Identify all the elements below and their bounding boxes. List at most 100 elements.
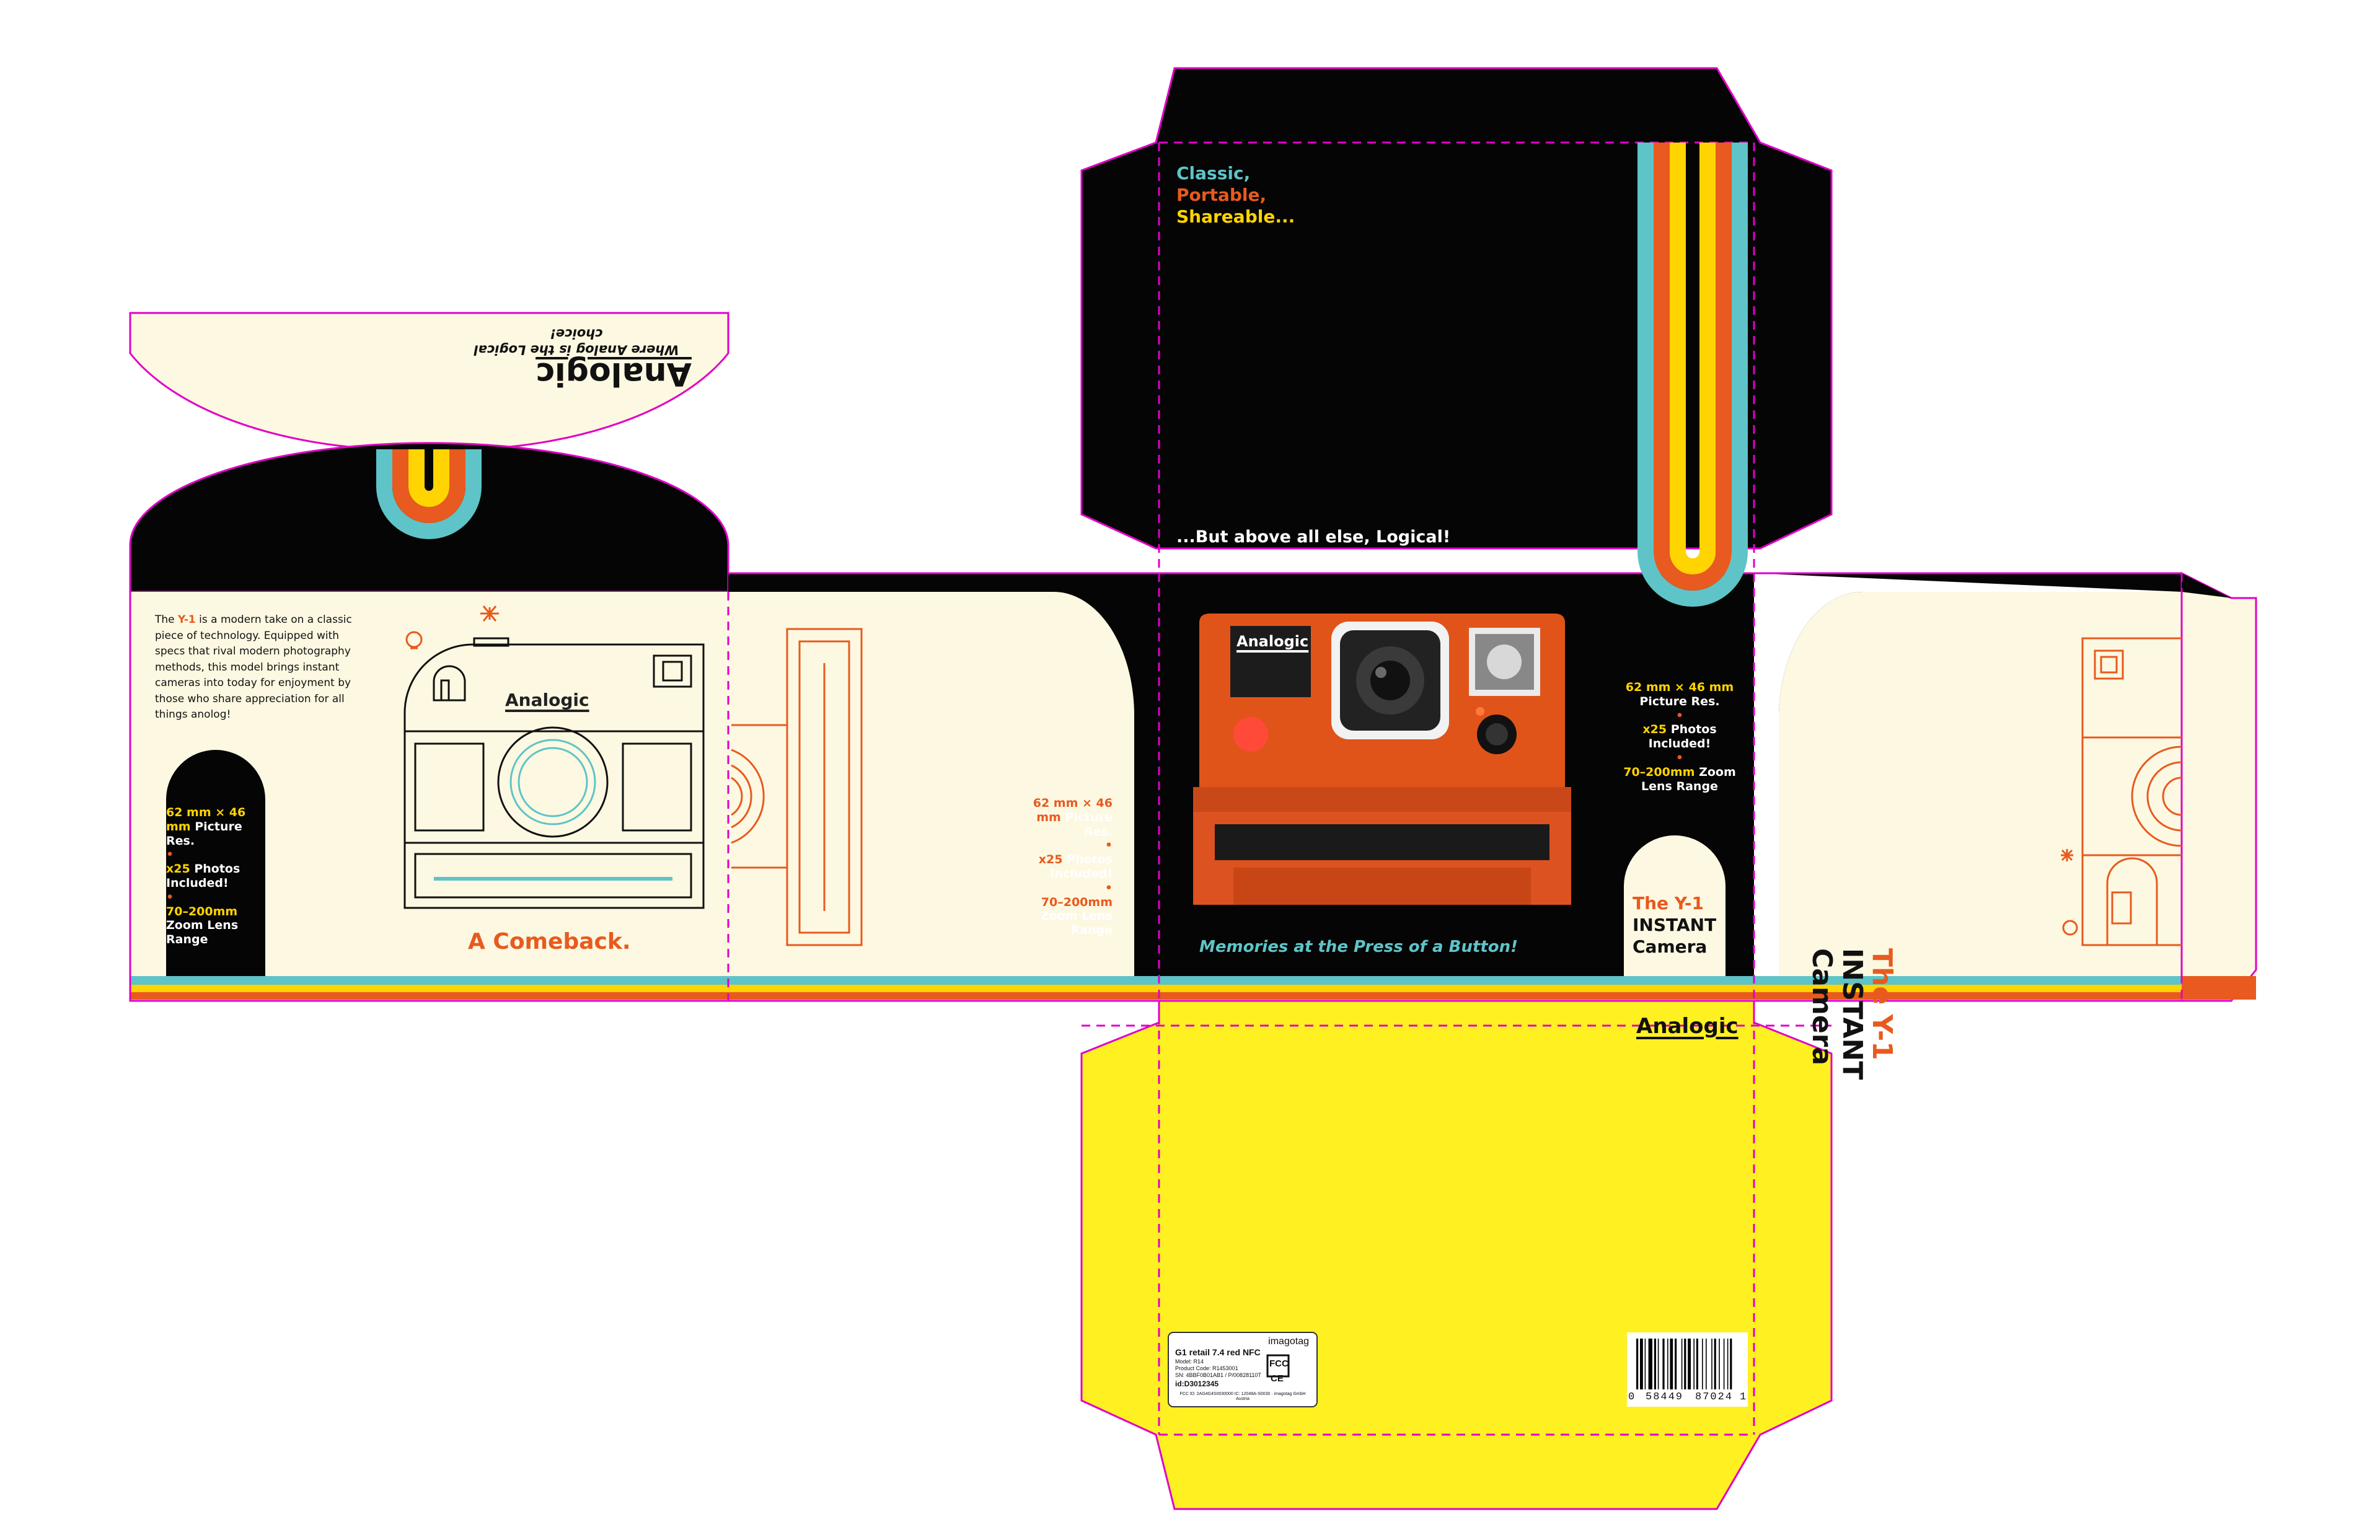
camera-side-drawing-right	[2061, 637, 2182, 946]
right-title-the: The Y-1	[1866, 948, 1898, 1060]
side-spec-photos: x25 Photos Included!	[1038, 853, 1113, 881]
top-flap-closing: ...But above all else, Logical!	[1176, 527, 1451, 547]
front-spec-zoom: 70–200mm Zoom Lens Range	[1623, 765, 1736, 793]
spec-bullet-2: •	[166, 890, 174, 904]
barcode-right: 87024	[1695, 1391, 1734, 1403]
front-caption: Memories at the Press of a Button!	[1199, 938, 1518, 956]
bottom-brand-logo: Analogic	[1636, 1013, 1739, 1040]
side-spec-zoom: 70–200mm Zoom Lens Range	[1040, 895, 1113, 938]
front-title-camera: Camera	[1633, 936, 1708, 957]
front-spec-bullet-1: •	[1675, 708, 1684, 723]
front-title-pill	[1624, 835, 1726, 976]
label-line2: Model: R14	[1175, 1358, 1204, 1365]
barcode-bar	[1644, 1339, 1646, 1389]
top-flap-rainbow	[1637, 143, 1748, 607]
barcode-bar	[1684, 1339, 1686, 1389]
top-flap-words: Classic, Portable, Shareable...	[1176, 162, 1295, 227]
front-title-the: The Y-1	[1633, 893, 1704, 913]
barcode-bar	[1657, 1339, 1659, 1389]
intro-prefix: The	[155, 614, 178, 626]
spec-photos: x25 Photos Included!	[166, 862, 240, 890]
barcode-bar	[1688, 1339, 1691, 1389]
camera-line-drawing	[403, 605, 705, 909]
left-camera-logo: Analogic	[505, 689, 589, 711]
camera-logo-text: Analogic	[1236, 633, 1309, 650]
barcode-bar	[1670, 1339, 1673, 1389]
barcode-bar	[1693, 1339, 1695, 1389]
right-panel-cream-curve	[1779, 591, 1862, 976]
barcode-bar	[1636, 1339, 1639, 1389]
stripe-teal	[130, 976, 2182, 985]
barcode-bar	[1730, 1339, 1732, 1389]
left-spec-list: 62 mm × 46 mm Picture Res. • x25 Photos …	[166, 806, 259, 947]
stripe-teal-2	[2182, 976, 2256, 1000]
tuck-brand-logo: Analogic	[533, 353, 694, 394]
left-dome-rainbow	[376, 449, 482, 539]
front-title-instant: INSTANT	[1633, 915, 1717, 935]
barcode-bar	[1654, 1339, 1656, 1389]
camera-product-image	[1193, 614, 1571, 905]
right-title-camera: Camera	[1806, 948, 1838, 1066]
product-label-bg	[1168, 1332, 1318, 1407]
left-intro-paragraph: The Y-1 is a modern take on a classic pi…	[155, 612, 366, 723]
label-line5: id:D3012345	[1175, 1379, 1219, 1388]
label-brand: imagotag	[1268, 1336, 1309, 1347]
spec-picture: 62 mm × 46 mm Picture Res.	[166, 806, 246, 848]
tuck-tagline: Where Analog is the Logical choice!	[474, 326, 679, 358]
barcode-bar	[1702, 1339, 1703, 1389]
label-line4: SN: 4BBF0B01AB1 / P/00828110T	[1175, 1372, 1261, 1378]
stripe-yellow	[130, 985, 2182, 992]
product-label: imagotag G1 retail 7.4 red NFC Model: R1…	[1171, 1335, 1314, 1404]
barcode-bar	[1696, 1339, 1698, 1389]
label-ce: CE	[1271, 1373, 1284, 1384]
label-footer: FCC ID: 2AG4G4S0030000 IC: 12048A-S0030 …	[1179, 1392, 1306, 1402]
side-spec-picture: 62 mm × 46 mm Picture Res.	[1033, 796, 1113, 838]
bottom-brand-text: Analogic	[1636, 1014, 1739, 1039]
right-product-title: The Y-1 INSTANT Camera	[1806, 948, 1898, 1128]
barcode-bar	[1723, 1339, 1725, 1389]
barcode-last: 1	[1740, 1391, 1747, 1403]
right-panel-cream	[1862, 592, 2182, 976]
barcode-bar	[1714, 1339, 1716, 1389]
barcode-bar	[1719, 1339, 1720, 1389]
side-spec-bullet-1: •	[1104, 838, 1113, 853]
barcode-digits: 0 58449 87024 1	[1627, 1391, 1748, 1405]
front-product-title: The Y-1 INSTANT Camera	[1625, 892, 1732, 957]
right-title-instant: INSTANT	[1836, 948, 1868, 1080]
barcode-bar	[1662, 1339, 1665, 1389]
label-line1: G1 retail 7.4 red NFC	[1175, 1347, 1261, 1357]
intro-body: is a modern take on a classic piece of t…	[155, 614, 352, 721]
barcode-bar	[1711, 1339, 1712, 1389]
label-fcc: FCC	[1269, 1358, 1289, 1369]
side-spec-list: 62 mm × 46 mm Picture Res. • x25 Photos …	[1010, 796, 1113, 938]
tuck-brand-text: Analogic	[536, 355, 692, 392]
barcode-bar	[1706, 1339, 1707, 1389]
front-spec-bullet-2: •	[1675, 750, 1684, 765]
barcode-bar	[1667, 1339, 1668, 1389]
camera-logo: Analogic	[1236, 632, 1308, 651]
word-portable: Portable,	[1176, 185, 1267, 205]
left-spec-pill	[166, 750, 265, 976]
front-spec-photos: x25 Photos Included!	[1642, 723, 1717, 751]
barcode-bar	[1640, 1339, 1643, 1389]
barcode-bar	[1675, 1339, 1677, 1389]
glue-tab	[2180, 571, 2257, 1002]
barcode	[1627, 1332, 1748, 1407]
word-classic: Classic,	[1176, 163, 1251, 183]
left-camera-logo-text: Analogic	[505, 690, 589, 710]
intro-model: Y-1	[178, 614, 196, 626]
stripe-orange	[130, 992, 2182, 1000]
barcode-bar	[1648, 1339, 1652, 1389]
camera-side-drawing	[731, 628, 863, 946]
comeback-headline: A Comeback.	[468, 929, 631, 954]
side-panel-2-black	[728, 573, 1159, 976]
barcode-left: 58449	[1646, 1391, 1684, 1403]
word-shareable: Shareable...	[1176, 206, 1295, 227]
barcode-first: 0	[1628, 1391, 1635, 1403]
barcode-bar	[1681, 1339, 1683, 1389]
barcode-bar	[1727, 1339, 1729, 1389]
spec-bullet-1: •	[166, 848, 174, 862]
